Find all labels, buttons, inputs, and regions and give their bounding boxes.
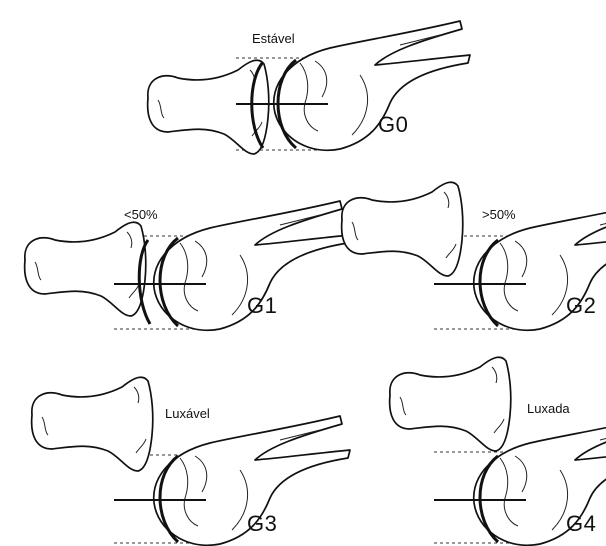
caption-g2: >50% <box>482 207 516 222</box>
panel-g3-drawing <box>32 377 350 545</box>
caption-g4: Luxada <box>527 401 570 416</box>
grade-label-g1: G1 <box>247 293 277 319</box>
grade-label-g2: G2 <box>566 293 596 319</box>
caption-g0: Estável <box>252 31 295 46</box>
grade-label-g4: G4 <box>566 511 596 537</box>
panel-g0-drawing <box>148 21 470 154</box>
panel-g1-drawing <box>25 201 350 330</box>
grade-label-g3: G3 <box>247 511 277 537</box>
caption-g1: <50% <box>124 207 158 222</box>
grade-label-g0: G0 <box>378 112 408 138</box>
caption-g3: Luxável <box>165 406 210 421</box>
